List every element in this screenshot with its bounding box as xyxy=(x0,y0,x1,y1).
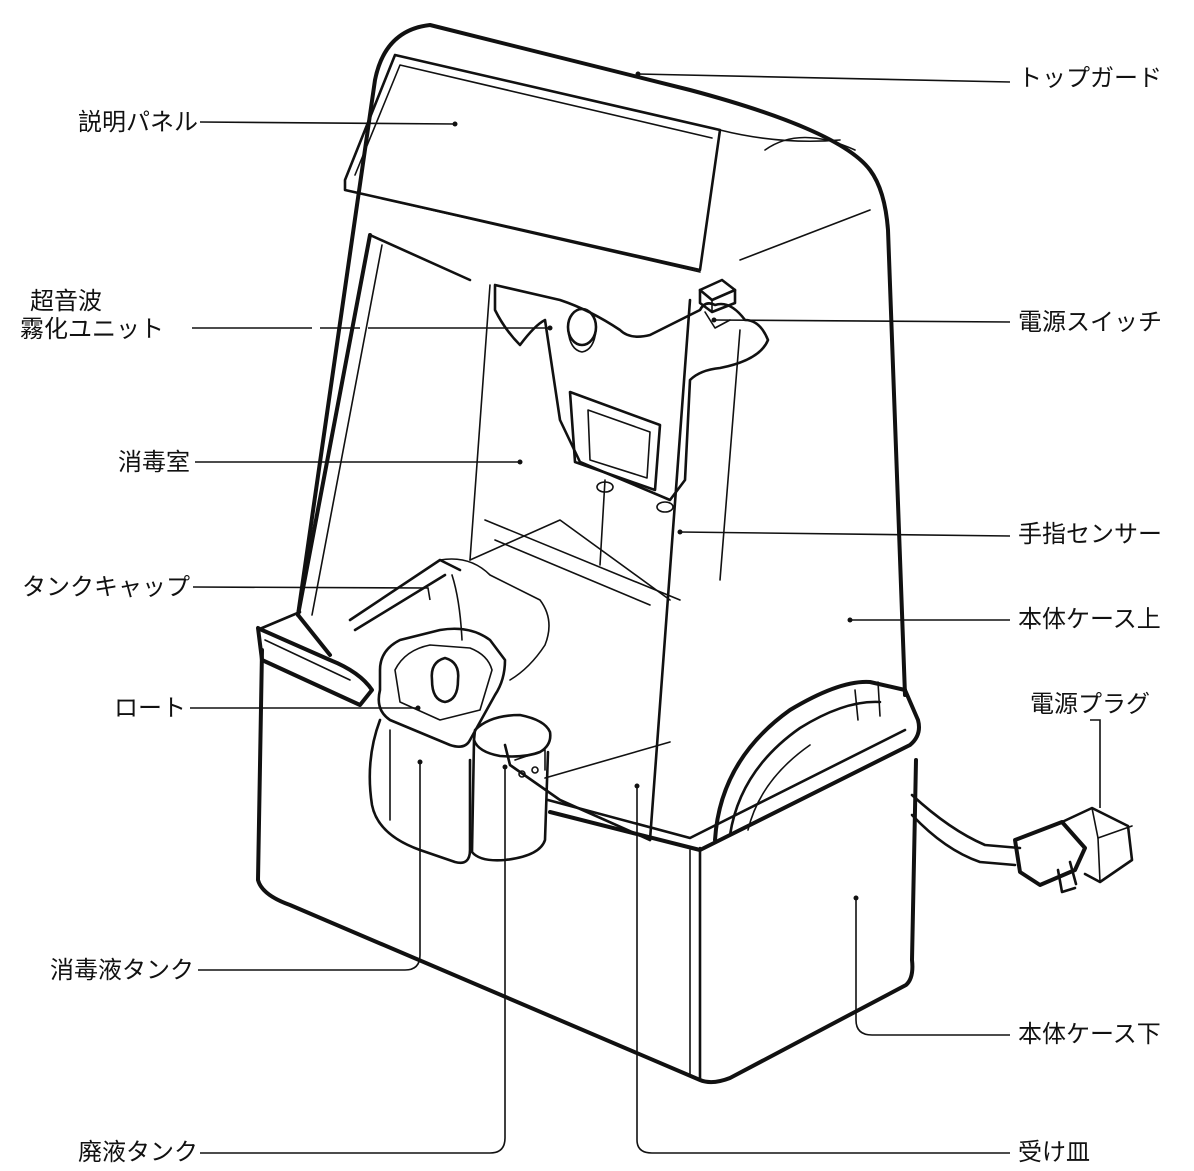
atomizer-unit-shape xyxy=(493,283,770,513)
label-body-case-lower: 本体ケース下 xyxy=(1018,1020,1161,1048)
label-instruction-panel: 説明パネル xyxy=(78,108,198,136)
drip-tray-shape xyxy=(503,741,671,842)
body-case-lower-shape xyxy=(256,648,918,1085)
label-body-case-upper: 本体ケース上 xyxy=(1018,605,1161,633)
power-switch-shape xyxy=(698,278,737,329)
chamber-opening xyxy=(296,233,681,657)
label-waste-tank: 廃液タンク xyxy=(78,1138,198,1166)
tank-area-shape xyxy=(348,558,550,748)
upper-shell xyxy=(296,23,907,842)
label-ultrasonic-line1: 超音波 xyxy=(30,287,102,315)
power-cord-and-plug xyxy=(910,793,1134,894)
label-finger-sensor: 手指センサー xyxy=(1018,520,1162,548)
side-handle-shape xyxy=(713,679,907,842)
tanks-shape xyxy=(368,713,552,865)
label-ultrasonic-line2: 霧化ユニット xyxy=(20,315,164,343)
body-case-rim xyxy=(256,610,921,852)
label-tank-cap: タンクキャップ xyxy=(22,573,190,601)
leader-lines xyxy=(190,71,1101,1154)
label-power-switch: 電源スイッチ xyxy=(1018,308,1162,336)
label-top-guard: トップガード xyxy=(1018,64,1162,92)
label-funnel: ロート xyxy=(114,694,186,722)
label-disinfection-chamber: 消毒室 xyxy=(118,448,190,476)
label-drip-tray: 受け皿 xyxy=(1018,1138,1090,1166)
label-disinfectant-tank: 消毒液タンク xyxy=(50,956,194,984)
label-power-plug: 電源プラグ xyxy=(1030,690,1150,718)
